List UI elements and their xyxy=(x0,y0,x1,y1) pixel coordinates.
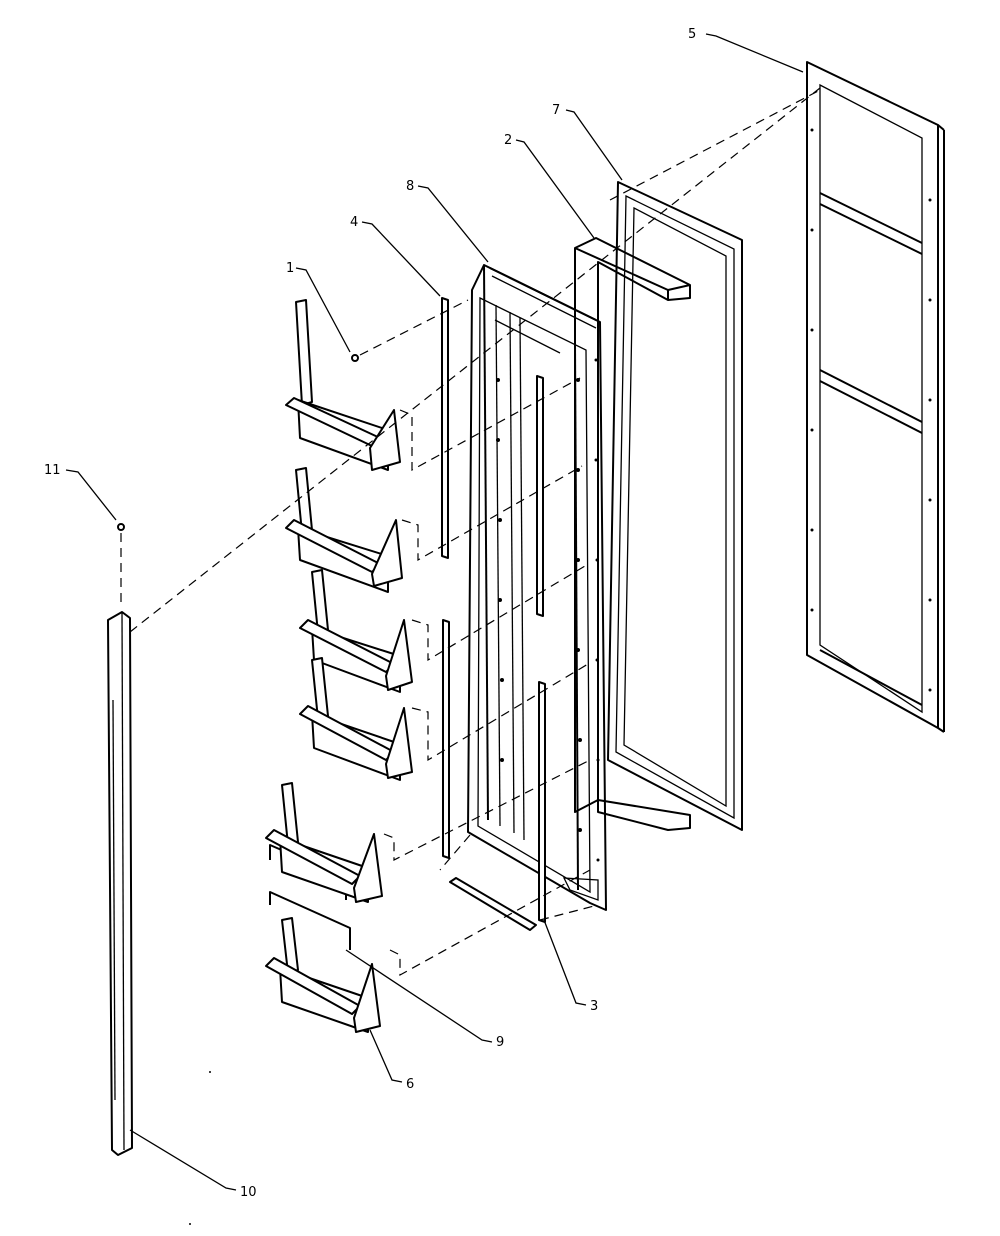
door-bin-3 xyxy=(299,569,413,693)
speck xyxy=(209,1071,211,1073)
bottom-trim-bar xyxy=(449,877,537,931)
callout-7: 7 xyxy=(552,103,560,118)
screw-1 xyxy=(351,354,359,362)
leader-lines xyxy=(65,33,804,1191)
callout-5: 5 xyxy=(688,27,696,42)
door-gasket xyxy=(607,181,743,831)
callout-6: 6 xyxy=(406,1077,414,1092)
callout-1: 1 xyxy=(286,261,294,276)
callout-labels: 5 7 2 8 4 1 11 3 9 6 10 xyxy=(44,27,696,1200)
door-bin-4 xyxy=(299,657,413,781)
callout-2: 2 xyxy=(504,133,512,148)
shelf-retainer-strips xyxy=(441,297,546,923)
callout-8: 8 xyxy=(406,179,414,194)
assembly-guide-lines xyxy=(129,87,821,977)
callout-4: 4 xyxy=(350,215,358,230)
door-bin-5 xyxy=(265,782,383,903)
callout-3: 3 xyxy=(590,999,598,1014)
outer-door-panel xyxy=(806,61,945,733)
screw-11 xyxy=(117,523,125,608)
door-handle-trim xyxy=(107,611,133,1156)
door-bin-6 xyxy=(265,891,381,1033)
callout-9: 9 xyxy=(496,1035,504,1050)
breaker-strip xyxy=(574,237,691,831)
inner-door-liner xyxy=(467,264,607,911)
callout-11: 11 xyxy=(44,463,61,478)
door-bin-2 xyxy=(285,467,403,593)
speck xyxy=(189,1223,191,1225)
door-bin-1 xyxy=(285,299,401,471)
callout-10: 10 xyxy=(240,1185,257,1200)
